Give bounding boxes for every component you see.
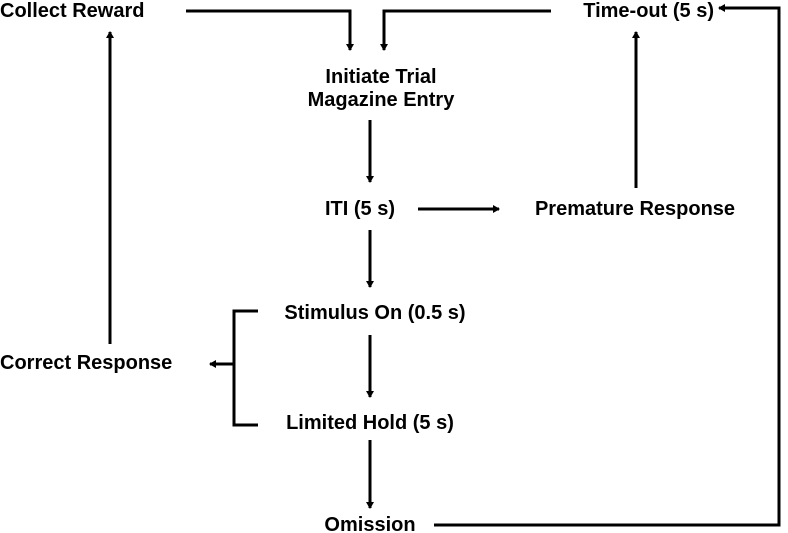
node-stimulus-on: Stimulus On (0.5 s)	[284, 302, 466, 324]
bracket-stimulus-limited-hold	[232, 309, 258, 427]
node-omission: Omission	[324, 514, 416, 533]
node-correct-response: Correct Response	[0, 352, 173, 374]
initiate-trial-label: Initiate Trial	[325, 66, 437, 88]
node-collect-reward: Collect Reward	[0, 0, 145, 22]
node-limited-hold: Limited Hold (5 s)	[286, 412, 454, 434]
node-time-out: Time-out (5 s)	[583, 0, 714, 22]
node-iti: ITI (5 s)	[324, 198, 395, 220]
magazine-entry-label: Magazine Entry	[307, 89, 455, 111]
edge-omission-to-time-out	[434, 4, 781, 527]
edge-collect-reward-to-initiate-trial	[186, 9, 354, 51]
node-initiate-trial: Initiate Trial Magazine Entry	[286, 66, 476, 112]
edge-time-out-to-initiate-trial	[380, 9, 551, 51]
node-premature-response: Premature Response	[534, 198, 736, 220]
